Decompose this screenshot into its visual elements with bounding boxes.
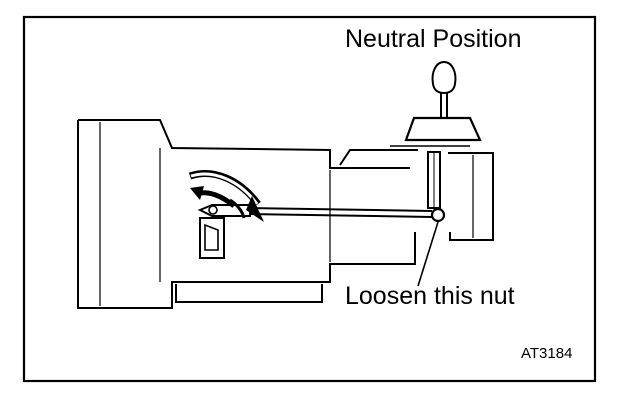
adjusting-nut	[430, 207, 446, 223]
diagram-frame	[22, 15, 597, 383]
curved-direction-arrows-icon	[188, 170, 264, 222]
connecting-rod	[249, 207, 433, 218]
figure-code-label: AT3184	[521, 345, 573, 362]
shift-knob	[431, 60, 457, 95]
nut-leader-line	[417, 221, 439, 287]
manual-valve-lever-icon	[197, 204, 251, 259]
shift-lever-assembly	[390, 60, 482, 223]
loosen-nut-label: Loosen this nut	[345, 282, 515, 310]
extension-housing	[448, 152, 494, 241]
oil-pan	[175, 284, 323, 303]
shift-boot	[404, 116, 482, 142]
neutral-position-label: Neutral Position	[345, 25, 522, 53]
